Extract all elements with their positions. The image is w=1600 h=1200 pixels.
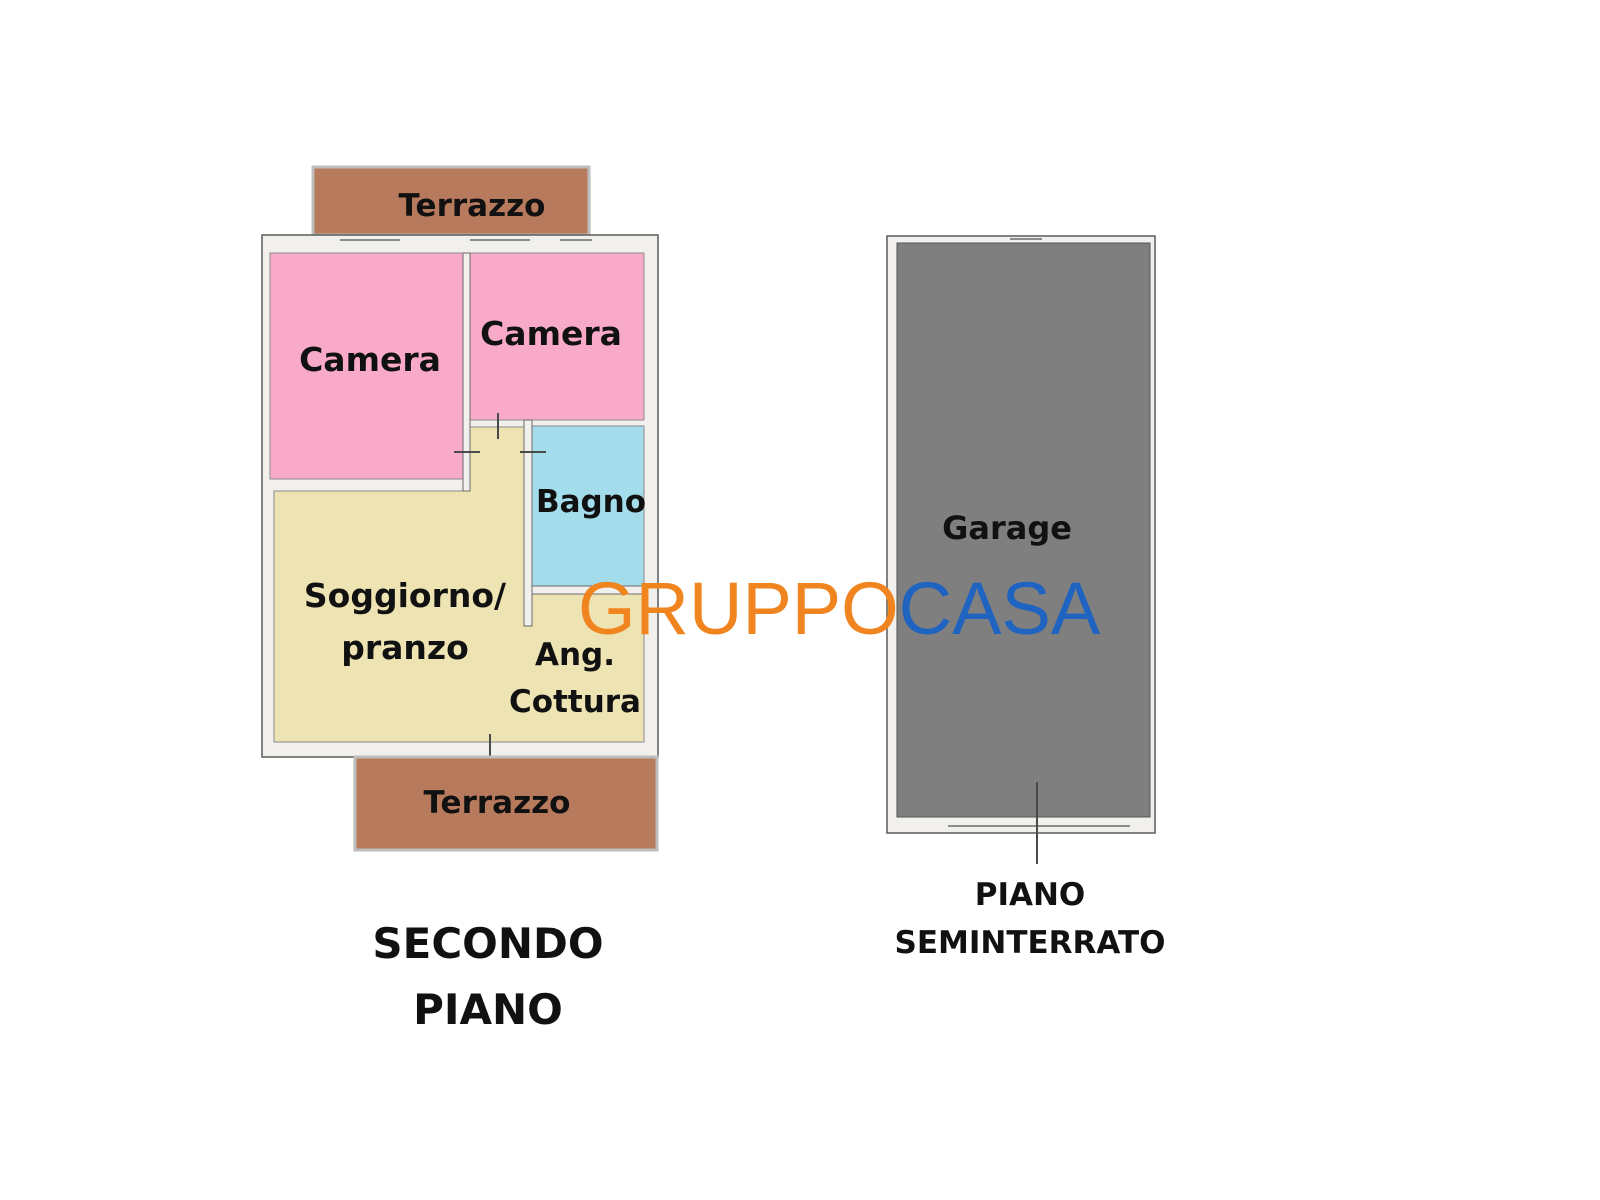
bedroom-left-label: Camera	[299, 340, 441, 379]
second-floor-plan: Terrazzo Camera Camera Bagno Soggiorno/ …	[261, 165, 659, 1034]
watermark-part1: GRUPPO	[578, 567, 899, 650]
kitchen-label-line1: Ang.	[535, 637, 615, 673]
basement-title-line1: PIANO	[975, 877, 1086, 913]
watermark: GRUPPOCASA	[578, 567, 1101, 650]
watermark-part2: CASA	[899, 567, 1101, 650]
kitchen-label-line2: Cottura	[509, 684, 641, 720]
terrace-bottom-label: Terrazzo	[424, 785, 571, 821]
basement-plan: Garage PIANO SEMINTERRATO	[886, 235, 1166, 961]
terrace-top-label: Terrazzo	[399, 188, 546, 224]
garage-wall-marks	[948, 238, 1130, 827]
garage-label: Garage	[942, 509, 1072, 547]
bedroom-right-area	[469, 252, 645, 421]
garage-area	[896, 242, 1151, 818]
bedroom-right-label: Camera	[480, 314, 622, 353]
terrace-top-area	[311, 165, 591, 237]
terrace-bottom-area	[353, 755, 659, 852]
interior-walls	[462, 252, 645, 627]
living-label-line2: pranzo	[341, 628, 469, 667]
second-floor-title-line2: PIANO	[413, 985, 563, 1034]
bedroom-left-area	[269, 252, 464, 480]
basement-title-line2: SEMINTERRATO	[895, 925, 1166, 961]
second-floor-title-line1: SECONDO	[372, 919, 603, 968]
bathroom-label: Bagno	[536, 484, 646, 520]
living-label-line1: Soggiorno/	[304, 576, 507, 615]
